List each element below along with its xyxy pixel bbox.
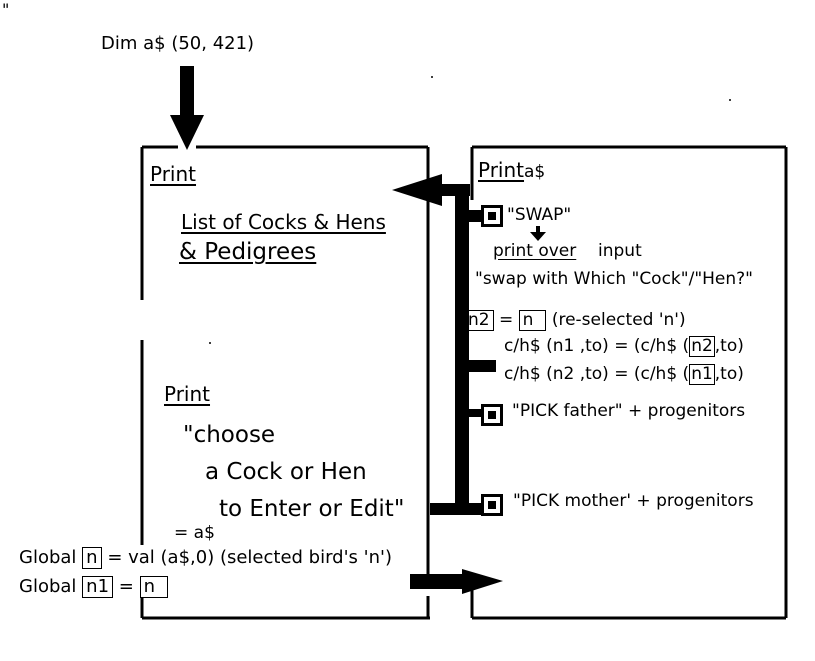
var-box-n-reselected: n <box>518 310 547 331</box>
assign-2-right: c/h$ ( <box>640 364 690 384</box>
choose-line-3: to Enter or Edit" <box>219 496 405 522</box>
pick-father-checkbox-icon[interactable] <box>481 404 503 426</box>
right-arrow-icon <box>410 569 503 594</box>
swap-assign-line-1: c/h$ (n1 ,to) = (c/h$ (n2,to) <box>504 336 744 357</box>
branch-father <box>460 409 482 417</box>
print-heading-2: Print <box>164 382 211 406</box>
swap-label: "SWAP" <box>507 205 572 225</box>
pick-mother-checkbox-icon[interactable] <box>481 494 503 516</box>
print-a-line: Printa$ <box>478 160 545 181</box>
left-arrow-icon <box>392 174 470 206</box>
assign-2-left: c/h$ (n2 ,to) = ( <box>504 364 641 384</box>
small-down-arrow-icon <box>530 226 546 241</box>
var-box-n2-inline: n2 <box>689 336 715 357</box>
pick-mother-label: "PICK mother' + progenitors <box>513 491 754 511</box>
assign-1-end: ,to) <box>714 336 744 356</box>
connector-bar <box>455 185 469 515</box>
global-n-expr: = val (a$,0) (selected bird's 'n') <box>107 547 392 568</box>
var-box-n2: n2 <box>464 310 494 331</box>
choose-line-2: a Cock or Hen <box>205 459 367 485</box>
var-box-n1-inline: n1 <box>689 364 715 385</box>
branch-mother <box>430 503 482 515</box>
branch-swap <box>460 210 482 222</box>
global-label: Global <box>19 576 77 597</box>
n2-eq: = <box>499 310 514 330</box>
input-label: input <box>598 241 642 261</box>
global-n-line: Global n = val (a$,0) (selected bird's '… <box>19 547 392 569</box>
var-box-n: n <box>82 547 102 569</box>
n2-note: (re-selected 'n') <box>551 310 686 330</box>
list-line-2: & Pedigrees <box>179 239 317 265</box>
equals-a-label: = a$ <box>174 523 215 543</box>
print-arg: a$ <box>524 162 546 182</box>
list-line-1: List of Cocks & Hens <box>181 210 386 234</box>
right-panel-frame <box>470 145 788 620</box>
quote-mark: " <box>2 0 10 19</box>
print-heading-1: Print <box>150 162 197 186</box>
assign-1-right: c/h$ ( <box>640 336 690 356</box>
global-n1-eq: = <box>118 576 134 597</box>
swap-prompt: "swap with Which "Cock"/"Hen?" <box>475 269 754 289</box>
global-label: Global <box>19 547 77 568</box>
assign-1-left: c/h$ (n1 ,to) = ( <box>504 336 641 356</box>
pick-father-label: "PICK father" + progenitors <box>512 401 746 421</box>
n2-line: n2 = n (re-selected 'n') <box>464 310 686 331</box>
swap-checkbox-icon[interactable] <box>481 205 503 227</box>
branch-mid <box>460 360 496 372</box>
swap-assign-line-2: c/h$ (n2 ,to) = (c/h$ (n1,to) <box>504 364 744 385</box>
var-box-n1: n1 <box>82 576 114 598</box>
down-arrow-icon <box>170 66 204 150</box>
choose-line-1: "choose <box>183 422 276 448</box>
var-box-n-value: n <box>139 576 169 598</box>
global-n1-line: Global n1 = n <box>19 576 169 598</box>
print-over-label: print over <box>493 241 577 261</box>
left-panel-frame <box>140 145 430 620</box>
assign-2-end: ,to) <box>714 364 744 384</box>
print-heading-3: Print <box>478 158 525 182</box>
dim-statement: Dim a$ (50, 421) <box>101 33 255 54</box>
